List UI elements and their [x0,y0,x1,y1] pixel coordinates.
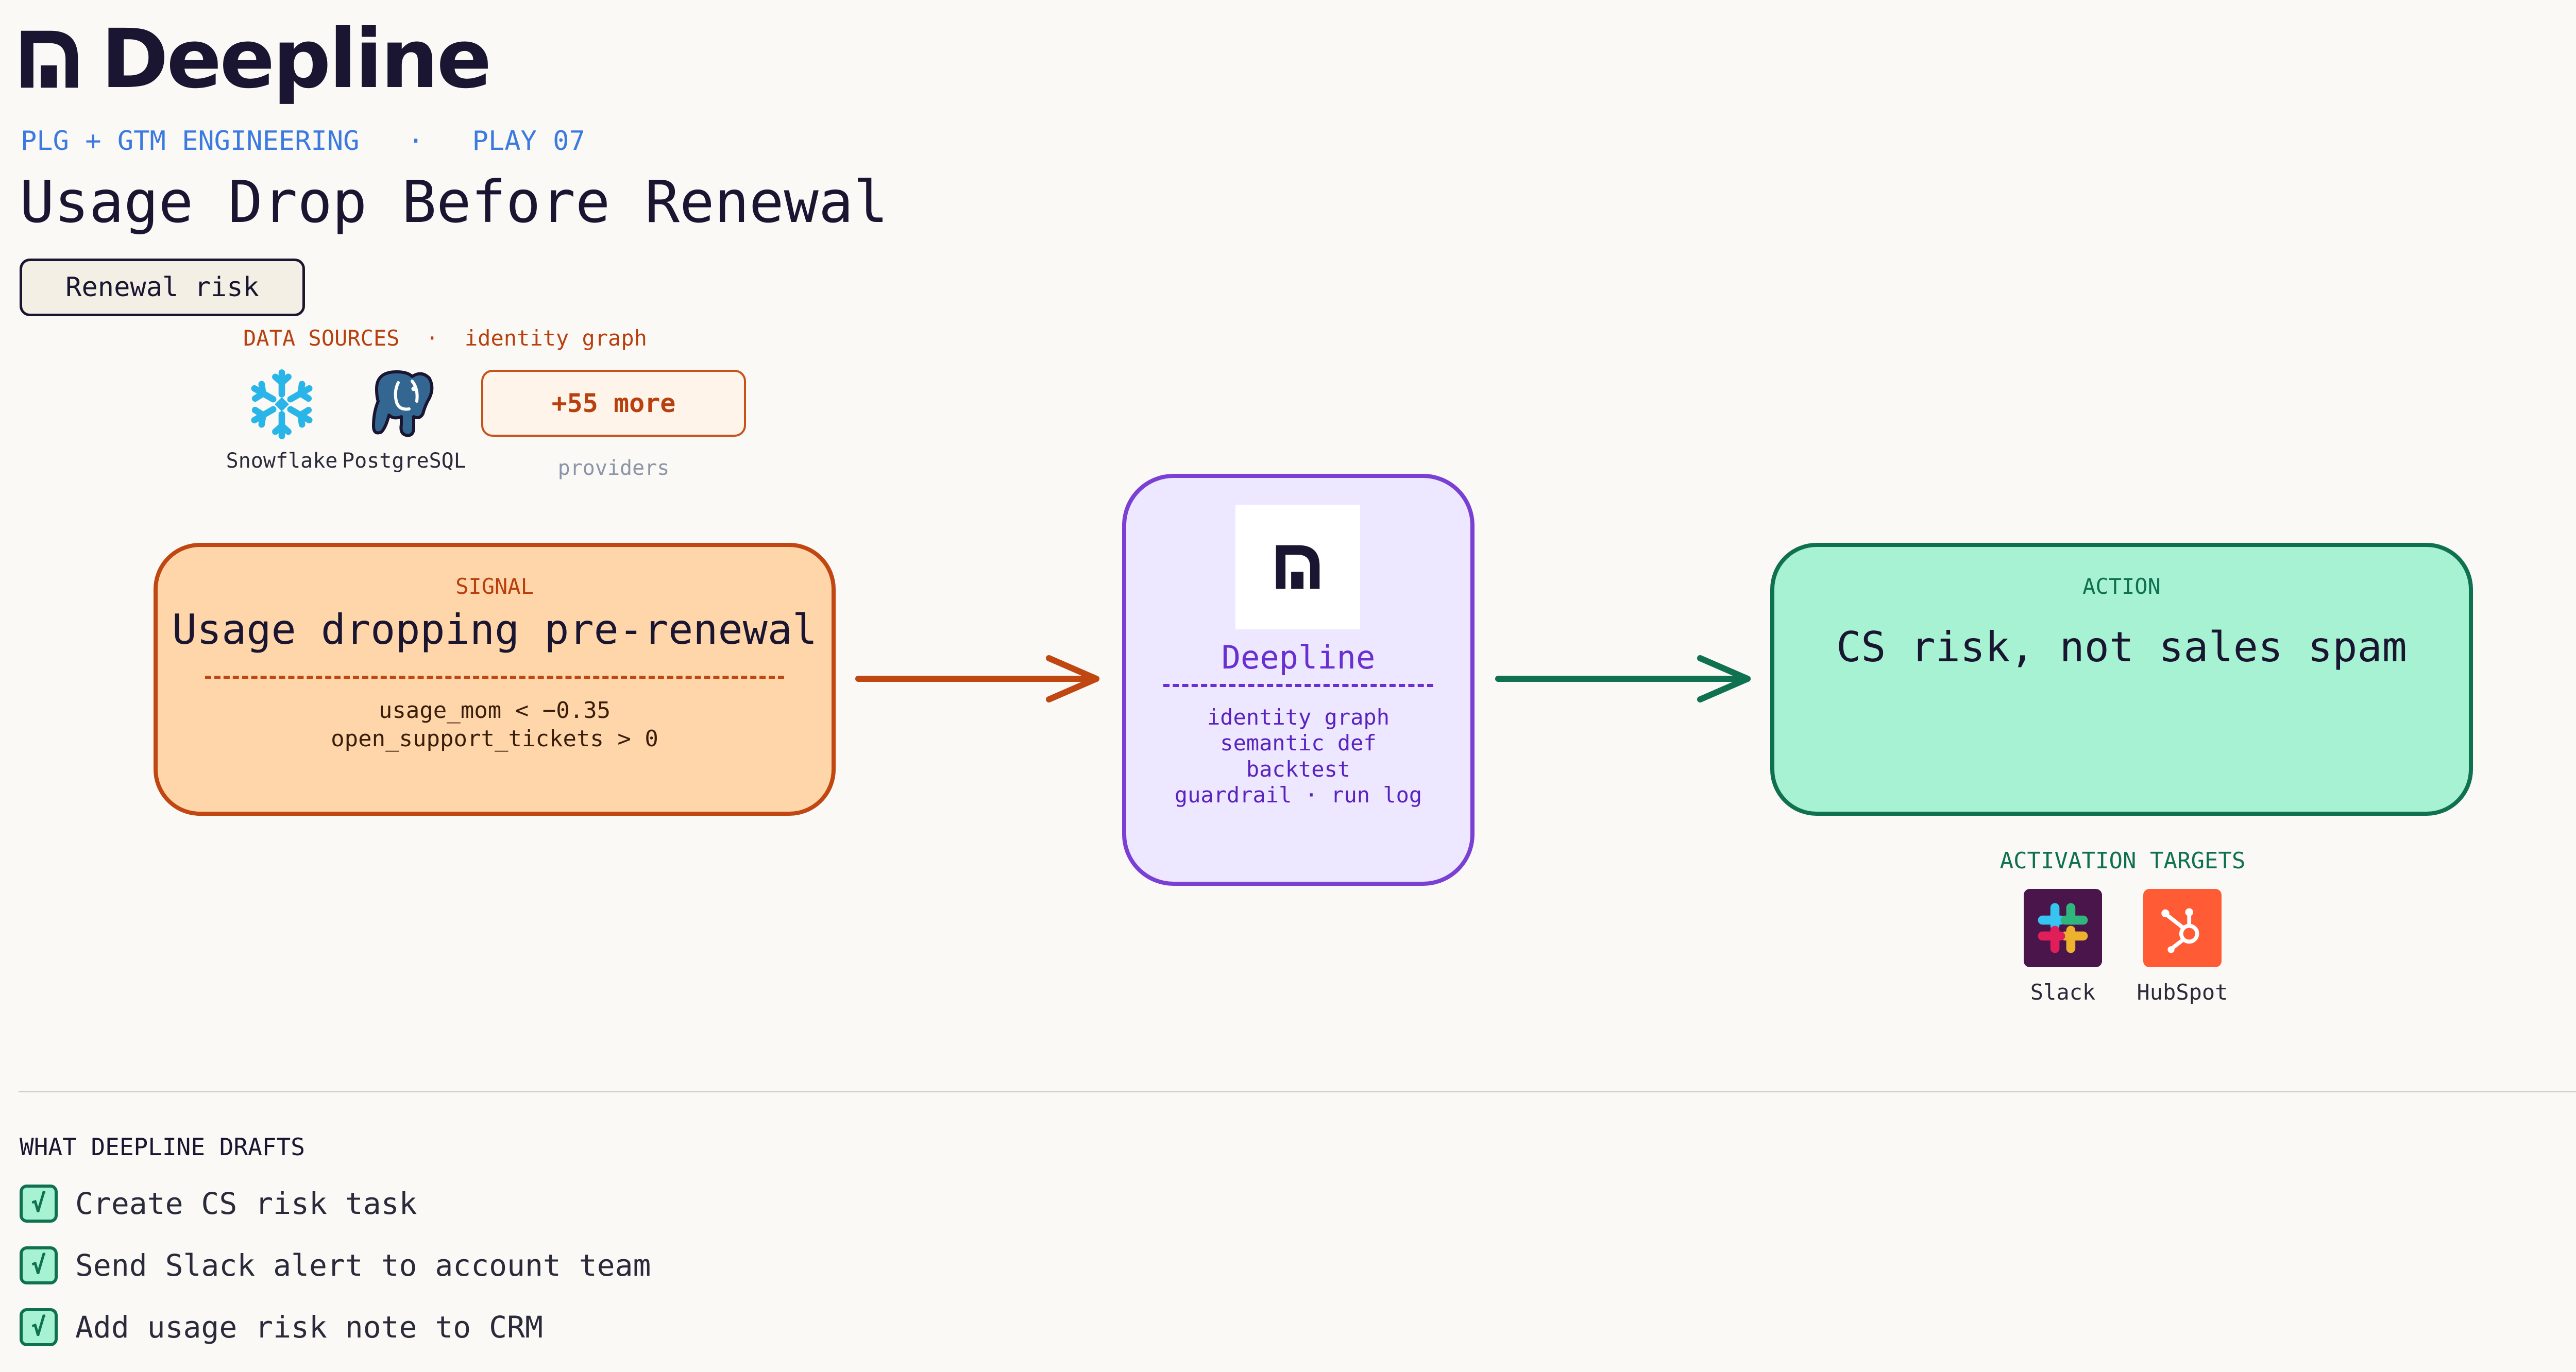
signal-title: Usage dropping pre-renewal [172,606,818,654]
target-label-hubspot: HubSpot [2137,980,2228,1005]
drafts-label: WHAT DEEPLINE DRAFTS [20,1133,305,1161]
slack-icon [2024,889,2102,967]
target-hubspot[interactable]: HubSpot [2121,889,2244,1005]
draft-item[interactable]: √ Send Slack alert to account team [20,1246,651,1284]
data-sources-title: DATA SOURCES [243,325,400,351]
eyebrow: PLG + GTM ENGINEERING · PLAY 07 [21,126,585,157]
brand: Deepline [19,12,492,107]
signal-conditions: usage_mom < −0.35 open_support_tickets >… [158,696,832,753]
arrow-signal-to-deepline [855,655,1099,702]
draft-item[interactable]: √ Create CS risk task [20,1185,417,1223]
deepline-feature: semantic def [1220,730,1377,756]
more-providers-button[interactable]: +55 more [481,370,746,437]
action-card[interactable]: ACTION CS risk, not sales spam [1770,543,2473,816]
signal-condition: usage_mom < −0.35 [378,697,611,724]
renewal-risk-tag[interactable]: Renewal risk [20,259,305,316]
eyebrow-separator: · [408,126,424,157]
deepline-feature: identity graph [1207,705,1389,730]
deepline-mark-icon [1235,505,1360,629]
arrow-deepline-to-action [1495,655,1751,702]
eyebrow-play: PLAY 07 [472,126,585,157]
target-slack[interactable]: Slack [2001,889,2125,1005]
signal-divider [205,676,784,679]
draft-item-label: Create CS risk task [75,1186,417,1221]
provider-label-postgresql: PostgreSQL [342,449,466,473]
section-divider [19,1091,2576,1092]
deepline-core-divider [1163,684,1433,687]
data-sources-separator: · [426,325,439,351]
action-label: ACTION [2082,574,2161,599]
brand-name: Deepline [101,12,492,107]
hubspot-icon [2143,889,2222,967]
data-sources-sub: identity graph [464,325,647,351]
deepline-core-name: Deepline [1221,639,1376,676]
checkbox-checked-icon[interactable]: √ [20,1308,58,1346]
deepline-core-features: identity graph semantic def backtest gua… [1126,705,1470,809]
signal-label: SIGNAL [455,574,534,599]
checkbox-checked-icon[interactable]: √ [20,1246,58,1284]
provider-snowflake[interactable]: Snowflake [223,366,341,473]
action-title: CS risk, not sales spam [1836,623,2407,671]
deepline-feature: backtest [1246,756,1351,782]
postgresql-elephant-icon [363,366,440,443]
draft-item-label: Send Slack alert to account team [75,1248,651,1283]
deepline-mark-icon [21,30,78,88]
provider-label-snowflake: Snowflake [226,449,338,473]
draft-item-label: Add usage risk note to CRM [75,1310,543,1345]
deepline-feature: guardrail · run log [1174,782,1422,808]
checkbox-checked-icon[interactable]: √ [20,1185,58,1223]
deepline-core-card[interactable]: Deepline identity graph semantic def bac… [1122,474,1475,886]
draft-item[interactable]: √ Add usage risk note to CRM [20,1308,543,1346]
snowflake-icon [243,366,320,443]
more-providers-caption: providers [557,456,670,480]
signal-condition: open_support_tickets > 0 [331,726,658,752]
provider-postgresql[interactable]: PostgreSQL [342,366,466,473]
eyebrow-category: PLG + GTM ENGINEERING [21,126,360,157]
target-label-slack: Slack [2030,980,2096,1005]
data-sources-label: DATA SOURCES · identity graph [243,325,647,351]
signal-card[interactable]: SIGNAL Usage dropping pre-renewal usage_… [154,543,836,816]
page-title: Usage Drop Before Renewal [20,169,888,236]
activation-targets-label: ACTIVATION TARGETS [1999,848,2246,874]
